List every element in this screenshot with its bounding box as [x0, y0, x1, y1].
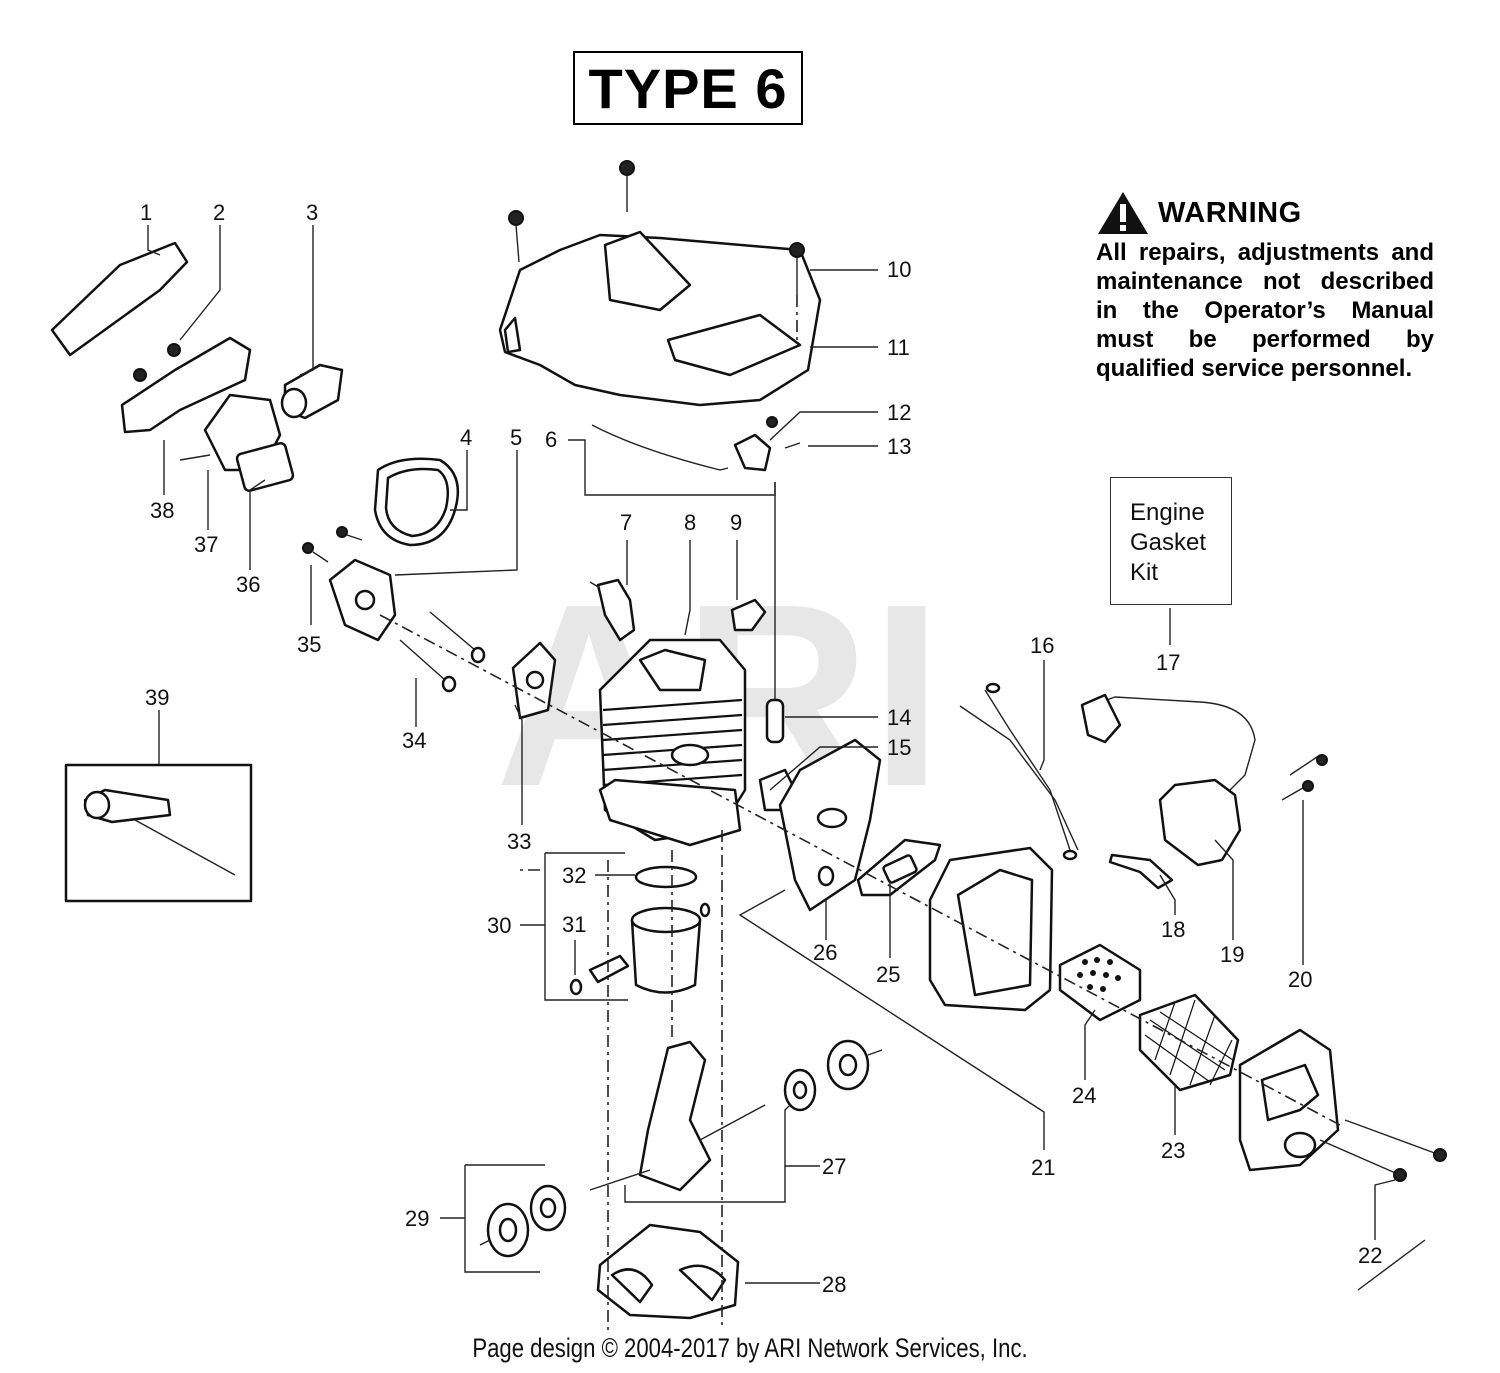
spark-plug-part [589, 578, 636, 642]
air-filter-part [50, 241, 189, 357]
callout-29: 29 [405, 1206, 429, 1231]
callout-6: 6 [545, 427, 557, 452]
callout-37: 37 [194, 532, 218, 557]
top-cover-part [498, 230, 822, 407]
cylinder-gasket-part [429, 611, 557, 720]
engine-gasket-kit-box: Engine Gasket Kit [1110, 477, 1232, 605]
type-title-box: TYPE 6 [573, 51, 803, 125]
callout-39: 39 [145, 685, 169, 710]
callout-19: 19 [1220, 942, 1244, 967]
piston-pin-part [588, 954, 630, 984]
callout-26: 26 [813, 940, 837, 965]
callout-35: 35 [297, 632, 321, 657]
crankshaft-part [589, 1040, 766, 1192]
callout-14: 14 [887, 705, 911, 730]
callout-7: 7 [620, 510, 632, 535]
callout-5: 5 [510, 425, 522, 450]
ignition-module-part [1080, 693, 1256, 867]
spark-screen-part [1138, 993, 1240, 1092]
intake-boot-part [373, 457, 460, 547]
scrench-tool-part [83, 788, 236, 876]
page-footer: Page design © 2004-2017 by ARI Network S… [472, 1333, 1028, 1363]
callout-17: 17 [1156, 650, 1180, 675]
callout-23: 23 [1161, 1138, 1185, 1163]
type-title: TYPE 6 [588, 56, 788, 120]
cylinder-part [598, 638, 747, 847]
warning-title: WARNING [1158, 196, 1302, 229]
warning-text: All repairs, adjustments and maintenance… [1096, 239, 1434, 382]
callout-24: 24 [1072, 1083, 1096, 1108]
callout-9: 9 [730, 510, 742, 535]
callout-22: 22 [1358, 1243, 1382, 1268]
callout-15: 15 [887, 735, 911, 760]
muffler-bolts-part [1319, 1119, 1447, 1182]
muffler-gasket-part [856, 838, 942, 897]
callout-16: 16 [1030, 633, 1054, 658]
callout-25: 25 [876, 962, 900, 987]
crank-bearings-part [783, 1039, 883, 1112]
callout-4: 4 [460, 425, 472, 450]
callout-27: 27 [822, 1154, 846, 1179]
filter-holder-part [120, 336, 252, 434]
warning-header: WARNING [1096, 190, 1434, 236]
cover-screws-part [508, 160, 805, 345]
ignition-bolts-part [1281, 754, 1328, 801]
callout-10: 10 [887, 257, 911, 282]
carburetor-part [179, 393, 295, 492]
seal-bearing-part [479, 1184, 567, 1258]
callout-18: 18 [1161, 917, 1185, 942]
intake-adapter-part [280, 363, 344, 420]
warning-notice: WARNING All repairs, adjustments and mai… [1096, 190, 1434, 383]
kit-label-line3: Kit [1130, 559, 1159, 586]
wiring-harness-part [959, 682, 1079, 861]
kit-label-line2: Gasket [1130, 529, 1207, 556]
crankcase-part [596, 1223, 740, 1320]
spark-plug-boot-part [730, 598, 767, 632]
spark-screen-bracket-part [1058, 943, 1142, 1022]
callout-28: 28 [822, 1272, 846, 1297]
callout-30: 30 [487, 913, 511, 938]
warning-triangle-icon [1098, 192, 1148, 234]
callout-13: 13 [887, 434, 911, 459]
muffler-body-part [928, 846, 1054, 1012]
centerlines [379, 614, 1341, 1330]
callout-11: 11 [887, 335, 910, 360]
callout-38: 38 [150, 498, 174, 523]
callout-34: 34 [402, 728, 426, 753]
leader-lines [147, 225, 1426, 1291]
fuel-fitting-part [733, 416, 801, 472]
callout-12: 12 [887, 400, 911, 425]
intake-elbow-part [302, 526, 457, 693]
ground-bracket-part [1108, 853, 1174, 890]
callout-3: 3 [306, 200, 318, 225]
kit-label-line1: Engine [1130, 499, 1205, 526]
callout-numbers: 1 2 3 4 5 6 7 8 9 10 11 12 13 14 15 16 1… [140, 200, 1382, 1297]
callout-8: 8 [684, 510, 696, 535]
muffler-cover-part [1238, 1028, 1340, 1172]
callout-20: 20 [1288, 967, 1312, 992]
piston-ring-part [634, 865, 698, 889]
callout-31: 31 [562, 912, 586, 937]
callout-2: 2 [213, 200, 225, 225]
heat-shield-part [778, 738, 882, 912]
callout-21: 21 [1031, 1155, 1055, 1180]
piston-part [569, 902, 711, 996]
callout-32: 32 [562, 863, 586, 888]
callout-33: 33 [507, 829, 531, 854]
fuel-line-part [591, 424, 785, 744]
callout-1: 1 [140, 200, 152, 225]
callout-36: 36 [236, 572, 260, 597]
